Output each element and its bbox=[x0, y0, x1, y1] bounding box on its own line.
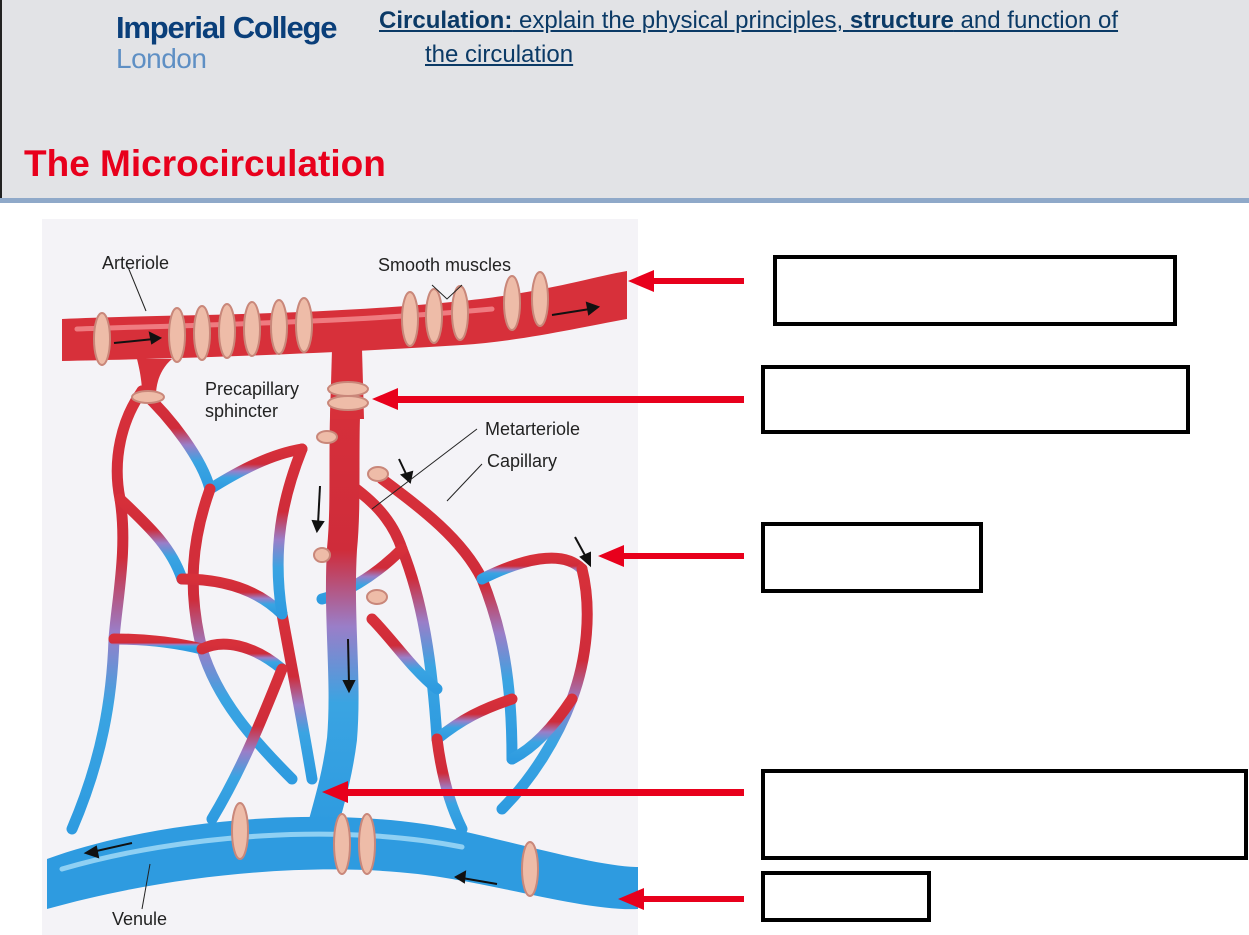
smooth-muscle-rings bbox=[93, 271, 549, 897]
institution-logo: Imperial College London bbox=[116, 10, 337, 74]
label-arteriole: Arteriole bbox=[102, 253, 169, 273]
pointer-arrow-5 bbox=[642, 896, 744, 902]
venule-highlight bbox=[59, 831, 465, 872]
pointer-arrow-3 bbox=[622, 553, 744, 559]
microcirculation-diagram: Arteriole Smooth muscles Precapillary sp… bbox=[42, 219, 638, 935]
objective-text-2: and function of bbox=[953, 7, 1119, 34]
label-precapillary: Precapillary bbox=[205, 379, 299, 399]
pointer-arrow-1 bbox=[650, 278, 744, 284]
pointer-arrowhead-4 bbox=[322, 781, 348, 803]
pointer-arrowhead-1 bbox=[628, 270, 654, 292]
label-venule: Venule bbox=[112, 909, 167, 929]
answer-box-2[interactable] bbox=[761, 365, 1190, 434]
pointer-arrowhead-3 bbox=[598, 545, 624, 567]
capillary-network bbox=[66, 385, 593, 835]
label-sphincter: sphincter bbox=[205, 401, 278, 421]
header-divider bbox=[0, 198, 1249, 203]
label-smooth-muscles: Smooth muscles bbox=[378, 255, 511, 275]
objective-text-3: the circulation bbox=[425, 41, 574, 68]
answer-box-4[interactable] bbox=[761, 769, 1248, 860]
slide-border bbox=[0, 0, 2, 200]
objective-term: Circulation: bbox=[379, 7, 513, 34]
answer-box-1[interactable] bbox=[773, 255, 1177, 326]
logo-line-2: London bbox=[116, 43, 207, 74]
arteriole-branch-left bbox=[137, 359, 172, 395]
pointer-arrow-2 bbox=[394, 396, 744, 403]
pointer-arrow-4 bbox=[344, 789, 744, 796]
label-metarteriole: Metarteriole bbox=[485, 419, 580, 439]
pointer-arrowhead-5 bbox=[618, 888, 644, 910]
answer-box-5[interactable] bbox=[761, 871, 931, 922]
leader-lines bbox=[127, 266, 483, 910]
flow-arrows bbox=[83, 301, 601, 885]
objective-text-1: explain the physical principles, bbox=[512, 7, 850, 34]
metarteriole-vessel bbox=[307, 364, 362, 844]
answer-box-3[interactable] bbox=[761, 522, 983, 593]
learning-objective: Circulation: explain the physical princi… bbox=[379, 4, 1241, 72]
slide-title: The Microcirculation bbox=[24, 143, 386, 184]
objective-emphasis: structure bbox=[849, 7, 954, 34]
slide-header bbox=[0, 0, 1249, 198]
logo-line-1: Imperial College bbox=[116, 10, 337, 45]
label-capillary: Capillary bbox=[487, 451, 557, 471]
pointer-arrowhead-2 bbox=[372, 388, 398, 410]
